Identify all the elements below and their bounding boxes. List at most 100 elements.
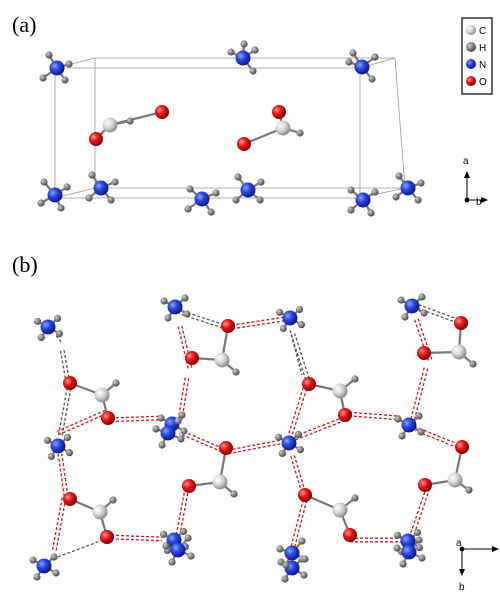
hydrogen-atom	[349, 49, 357, 57]
hydrogen-atom	[57, 204, 65, 212]
hydrogen-atom	[187, 552, 195, 560]
oxygen-atom	[418, 478, 432, 492]
hydrogen-bond-line	[410, 367, 425, 418]
hydrogen-atom	[300, 571, 308, 579]
hydrogen-bond-line	[58, 413, 107, 436]
hydrogen-atom	[275, 308, 284, 316]
carbon-atom	[332, 502, 348, 518]
hydrogen-bond-line	[57, 409, 106, 432]
hydrogen-atom	[207, 208, 215, 216]
hydrogen-atom	[274, 433, 283, 441]
nitrogen-atom	[281, 435, 297, 451]
hydrogen-atom	[227, 48, 235, 56]
oxygen-atom	[302, 377, 316, 391]
oxygen-atom	[63, 376, 77, 390]
hydrogen-atom	[276, 545, 284, 553]
nitrogen-atom	[355, 192, 371, 208]
panel-label-b: (b)	[12, 252, 38, 277]
hydrogen-bond-line	[180, 429, 228, 451]
hydrogen-atom	[281, 575, 289, 583]
hydrogen-atom	[301, 555, 309, 563]
hydrogen-bond-line	[105, 415, 160, 419]
legend-carbon-icon	[466, 25, 476, 35]
hydrogen-atom	[393, 531, 402, 539]
hydrogen-atom	[296, 129, 304, 137]
nitrogen-atom	[47, 187, 63, 203]
hydrogen-bond-line	[289, 329, 303, 376]
hydrogen-atom	[417, 179, 425, 187]
hydrogen-atom	[61, 76, 69, 84]
hydrogen-bond-line	[57, 387, 68, 437]
nitrogen-atom	[49, 60, 65, 76]
hydrogen-atom	[418, 554, 426, 562]
hydrogen-atom	[345, 58, 353, 66]
nitrogen-atom	[170, 542, 186, 558]
hydrogen-atom	[251, 46, 259, 54]
hydrogen-atom	[37, 199, 45, 207]
hydrogen-bond-line	[54, 333, 62, 343]
hydrogen-atom	[152, 425, 160, 433]
hydrogen-atom	[232, 368, 240, 376]
hydrogen-atom	[297, 321, 305, 329]
hydrogen-atom	[257, 178, 265, 186]
oxygen-atom	[338, 408, 352, 422]
nitrogen-atom	[40, 319, 56, 335]
nitrogen-atom	[50, 438, 66, 454]
hydrogen-bond-line	[57, 454, 65, 497]
oxygen-atom	[89, 132, 103, 146]
hydrogen-atom	[184, 534, 192, 542]
hydrogen-atom	[418, 293, 426, 301]
hydrogen-atom	[181, 294, 189, 302]
arrow-right-icon	[481, 197, 488, 203]
hydrogen-bond-line	[179, 488, 190, 536]
oxygen-atom	[63, 492, 77, 506]
hydrogen-atom	[351, 375, 359, 383]
hydrogen-atom	[45, 51, 53, 59]
hydrogen-atom	[469, 360, 477, 368]
hydrogen-bond-line	[59, 349, 67, 384]
carbon-atom	[94, 387, 110, 403]
hydrogen-bond-line	[54, 539, 104, 559]
hydrogen-atom	[296, 446, 304, 454]
hydrogen-atom	[180, 427, 188, 435]
hydrogen-atom	[295, 305, 304, 314]
hydrogen-atom	[351, 494, 359, 502]
oxygen-atom	[343, 528, 357, 542]
hydrogen-atom	[65, 449, 73, 457]
hydrogen-atom	[398, 432, 406, 440]
arrow-down-icon	[459, 569, 465, 576]
hydrogen-atom	[168, 558, 176, 566]
hydrogen-atom	[183, 310, 191, 318]
hydrogen-bond-line	[413, 488, 431, 536]
hydrogen-atom	[126, 117, 134, 125]
hydrogen-atom	[162, 542, 170, 550]
arrow-right-icon	[492, 546, 499, 552]
hydrogen-atom	[397, 296, 405, 304]
hydrogen-atom	[186, 185, 194, 193]
legend-oxygen-label: O	[479, 77, 487, 88]
hydrogen-atom	[240, 40, 248, 48]
hydrogen-atom	[29, 556, 37, 564]
hydrogen-bond-line	[51, 497, 63, 552]
hydrogen-atom	[347, 186, 355, 194]
hydrogen-atom	[174, 417, 182, 425]
carbon-atom	[214, 352, 230, 368]
hydrogen-atom	[367, 209, 375, 217]
hydrogen-atom	[249, 67, 257, 75]
hydrogen-bond-line	[231, 316, 284, 326]
hydrogen-atom	[85, 194, 93, 202]
hydrogen-atom	[394, 415, 402, 423]
nitrogen-atom	[400, 180, 416, 196]
element-legend: C H N O	[461, 17, 493, 95]
hydrogen-atom	[415, 536, 423, 544]
oxygen-atom	[155, 105, 169, 119]
hydrogen-bond-line	[106, 419, 161, 423]
hydrogen-atom	[465, 486, 473, 494]
hydrogen-atom	[37, 333, 45, 342]
nitrogen-atom	[160, 425, 176, 441]
hydrogen-atom	[392, 193, 400, 201]
axis-label-b: b	[476, 197, 482, 208]
hydrogen-atom	[278, 449, 286, 458]
hydrogen-atom	[158, 441, 166, 449]
hydrogen-atom	[63, 433, 72, 442]
